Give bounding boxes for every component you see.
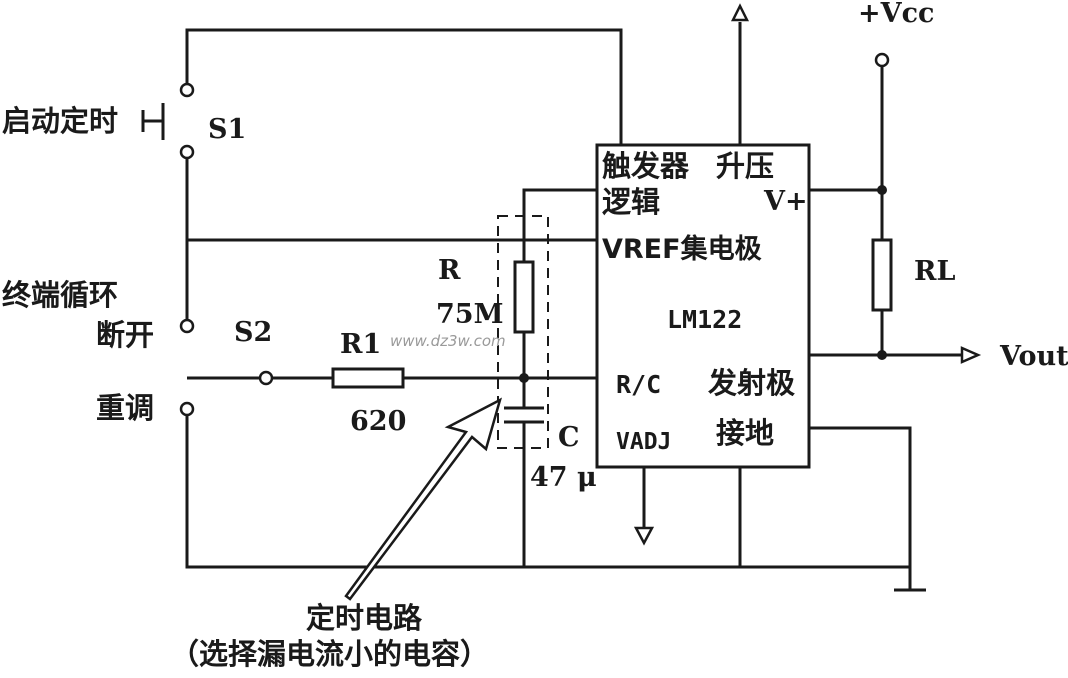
c-value-label: 47 μ — [530, 462, 597, 493]
s2-top-terminal — [179, 318, 195, 334]
s1-top-terminal — [179, 82, 195, 98]
r-label: R — [438, 255, 461, 286]
r1-resistor — [331, 367, 405, 389]
s1-label: S1 — [208, 114, 246, 145]
ic-emitter-label: 发射极 — [707, 366, 795, 400]
ic-name-label: LM122 — [667, 305, 742, 334]
r1-label: R1 — [340, 329, 381, 360]
vadj-arrow-icon — [633, 526, 655, 546]
junction-vplus — [877, 185, 887, 195]
rl-label: RL — [914, 256, 955, 287]
rl-resistor — [871, 238, 893, 312]
s1-pushbutton — [141, 103, 165, 140]
ic-rc-label: R/C — [616, 370, 661, 399]
vout-arrow-icon — [960, 346, 982, 364]
ic-trigger-logic-label-2: 逻辑 — [602, 185, 660, 219]
wire-bottom-ground — [185, 415, 910, 569]
s2-common-terminal — [258, 370, 274, 386]
watermark-text: www.dz3w.com — [390, 332, 506, 350]
ic-trigger-logic-label-1: 触发器 — [602, 149, 690, 183]
timing-circuit-label-2: （选择漏电流小的电容） — [170, 637, 489, 671]
boost-arrow-icon — [730, 3, 750, 22]
vcc-terminal — [874, 52, 890, 68]
c-label: C — [558, 422, 580, 453]
terminal-cycle-label-1: 终端循环 — [2, 278, 118, 312]
timing-circuit-label-1: 定时电路 — [306, 601, 423, 635]
s2-label: S2 — [234, 317, 272, 348]
timing-circuit-box — [497, 215, 549, 449]
junction-rc — [519, 373, 529, 383]
wire-trigger-to-r — [522, 188, 597, 262]
vcc-label: +Vcc — [858, 0, 934, 29]
s1-bottom-terminal — [179, 144, 195, 160]
terminal-cycle-label-2: 断开 — [96, 318, 154, 352]
reset-label: 重调 — [96, 391, 154, 425]
ic-vadj-label: VADJ — [616, 429, 671, 455]
ic-ground-label: 接地 — [716, 416, 774, 450]
r-value-label: 75M — [436, 299, 503, 330]
start-timer-label: 启动定时 — [2, 104, 118, 138]
vout-label: Vout — [999, 341, 1068, 372]
r1-value-label: 620 — [350, 406, 406, 437]
ic-boost-label: 升压 — [716, 149, 774, 183]
lm122-chip — [595, 143, 811, 469]
wire-ground-right — [809, 426, 912, 590]
s2-bottom-terminal — [179, 401, 195, 417]
r-resistor — [513, 260, 535, 334]
wire-s1-to-trigger — [185, 28, 623, 145]
ic-vref-collector-label: VREF集电极 — [602, 233, 762, 265]
ic-vplus-label: V+ — [763, 186, 808, 217]
timing-callout-arrow-icon — [344, 397, 502, 601]
